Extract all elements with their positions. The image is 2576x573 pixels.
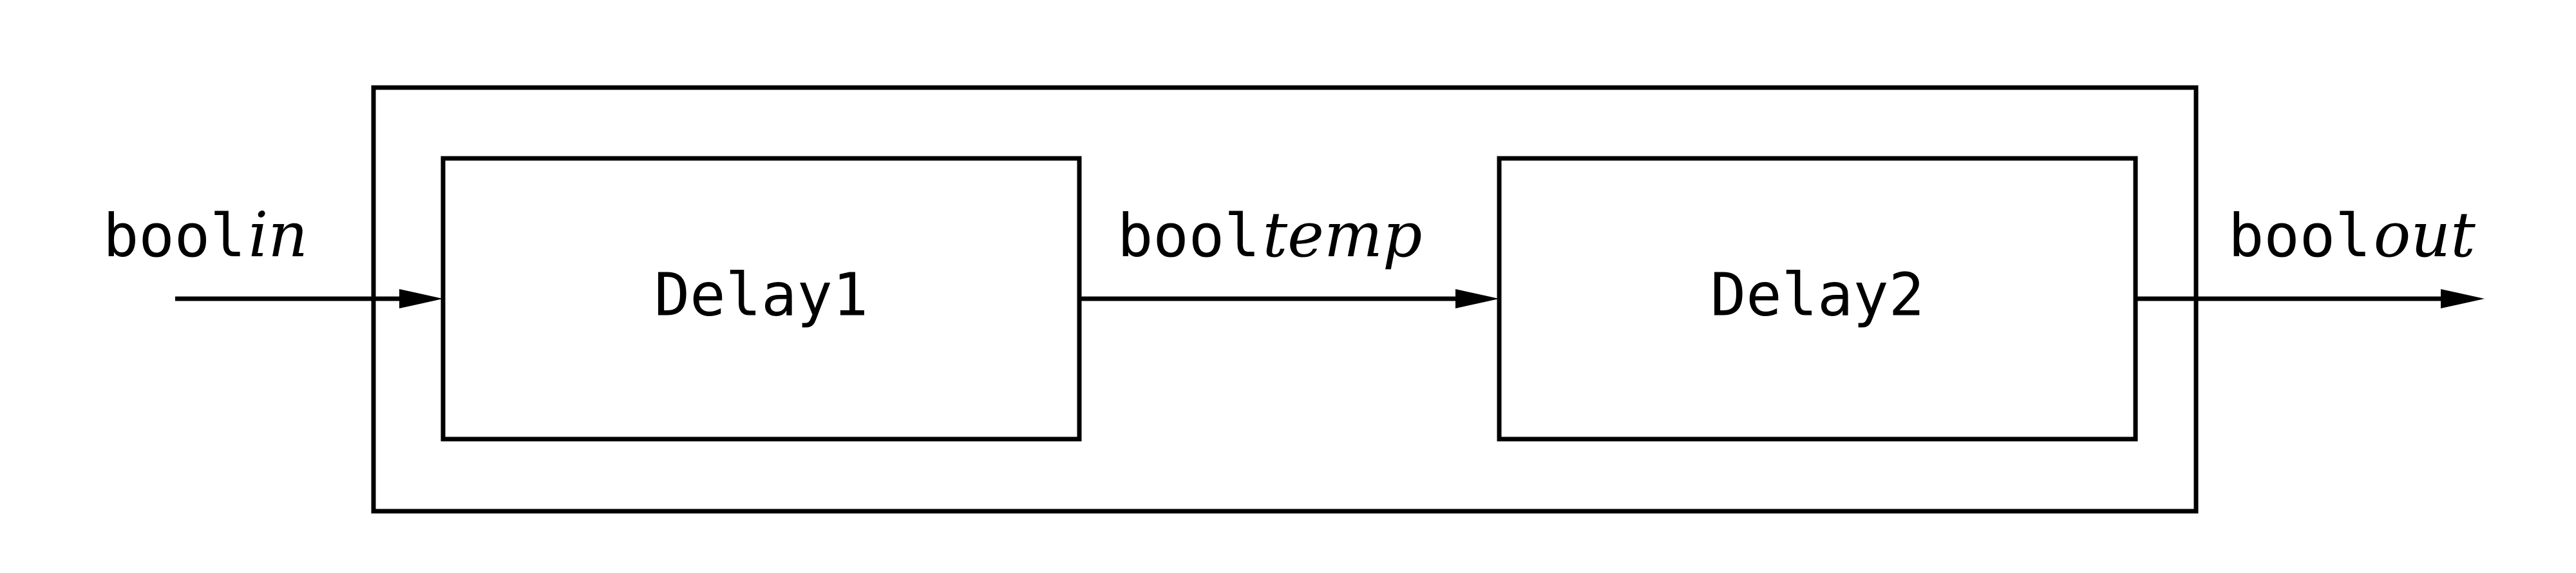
input-type: bool — [103, 202, 246, 270]
temp-arrowhead — [1455, 289, 1499, 308]
input-signal-label: bool in — [103, 199, 308, 271]
input-name: in — [249, 199, 308, 271]
temp-signal-label: bool temp — [1117, 199, 1422, 271]
delay2-label: Delay2 — [1710, 260, 1924, 329]
delay1-label: Delay1 — [654, 260, 868, 329]
temp-type: bool — [1117, 202, 1260, 270]
output-signal-label: bool out — [2228, 199, 2476, 271]
output-type: bool — [2228, 202, 2371, 270]
input-arrowhead — [399, 289, 443, 308]
temp-name: temp — [1263, 199, 1423, 271]
output-name: out — [2374, 199, 2476, 271]
output-arrowhead — [2441, 289, 2485, 308]
